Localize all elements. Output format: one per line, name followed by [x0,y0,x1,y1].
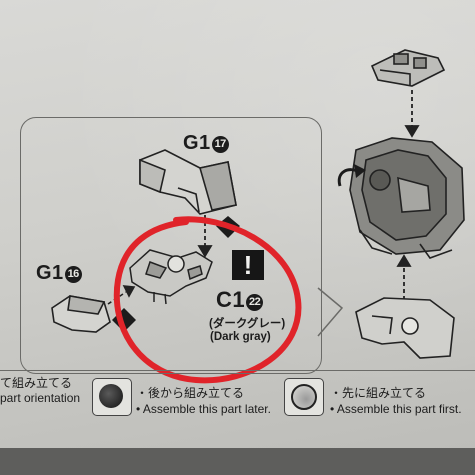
filled-circle-icon [99,384,123,408]
part-number-badge: 17 [211,136,229,153]
step-panel [20,117,322,374]
legend-3-japanese: ・先に組み立てる [330,386,427,400]
assemble-later-icon [92,378,132,416]
table-surface [0,448,475,475]
part-c1-22-drawing [129,249,213,305]
part-number-badge: 16 [64,266,82,283]
torso-assembly-drawing [349,137,465,259]
legend-3-english: • Assemble this part first. [330,402,462,416]
part-code: C1 [216,287,246,312]
color-note-english: (Dark gray) [210,331,271,343]
legend-1-english: part orientation [0,391,81,405]
color-note-japanese: (ダークグレー) [209,318,286,330]
arrow-down-right [404,90,420,138]
arrow-up-right [396,254,412,300]
part-code: G1 [183,132,211,154]
part-g1-17-drawing [139,149,237,215]
annotation-circle [113,216,302,384]
legend-1-japanese: て組み立てる [0,376,73,390]
ring-circle-icon [291,384,317,410]
legend-divider [0,370,475,371]
part-number-badge: 22 [246,294,264,311]
legend-2-english: • Assemble this part later. [136,402,271,416]
panel-pointer [317,287,344,337]
part-g1-16-drawing [51,295,111,333]
warning-icon: ! [232,250,264,280]
legend-2-japanese: ・後から組み立てる [136,386,245,400]
assemble-first-icon [284,378,324,416]
part-code: G1 [36,262,64,284]
rotate-arrowhead [354,164,366,178]
arrow-down-top [197,215,213,258]
part-right-bottom-drawing [355,297,455,359]
part-right-top-drawing [370,49,446,87]
